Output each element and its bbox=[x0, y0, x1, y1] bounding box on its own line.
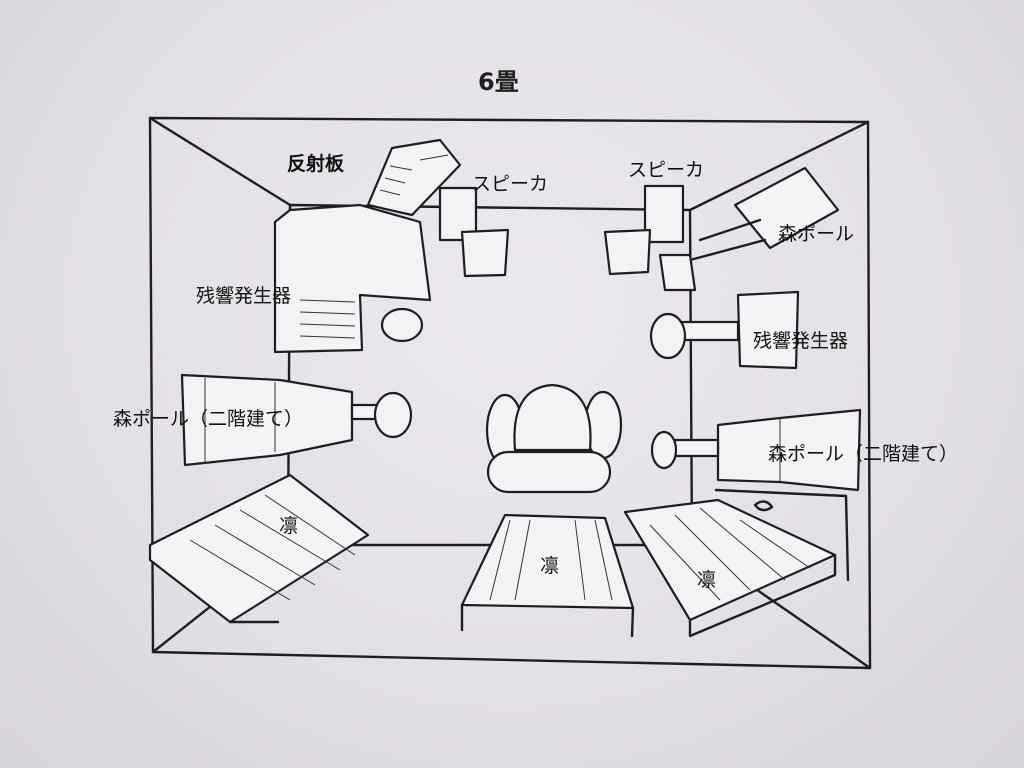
label-mori-pole-right-top: 森ポール bbox=[778, 223, 854, 245]
label-mori-pole-2f-left: 森ポール（二階建て） bbox=[113, 408, 303, 430]
label-speaker-left: スピーカ bbox=[472, 173, 548, 195]
mori-pole-right-top bbox=[658, 166, 840, 292]
room-size-title: 6畳 bbox=[478, 68, 519, 96]
label-mori-pole-2f-right: 森ポール（二階建て） bbox=[768, 443, 958, 465]
rin-mat-right bbox=[623, 498, 837, 638]
room-corner-lines bbox=[148, 116, 872, 670]
listening-chair bbox=[485, 383, 623, 494]
reverb-generator-right bbox=[649, 290, 800, 370]
label-rin-left: 凛 bbox=[279, 515, 298, 537]
rin-mat-center bbox=[460, 513, 635, 638]
rin-mat-left bbox=[148, 473, 370, 624]
speaker-left bbox=[438, 186, 510, 278]
reverb-generator-left bbox=[273, 203, 432, 354]
label-speaker-right: スピーカ bbox=[628, 159, 704, 181]
label-reverb-left: 残響発生器 bbox=[196, 285, 291, 307]
label-reflector: 反射板 bbox=[287, 152, 345, 175]
reflector bbox=[366, 138, 462, 217]
label-rin-right: 凛 bbox=[697, 569, 716, 591]
mori-pole-2f-right bbox=[650, 408, 862, 582]
label-rin-center: 凛 bbox=[540, 555, 559, 577]
label-reverb-right: 残響発生器 bbox=[753, 330, 848, 352]
speaker-right bbox=[603, 184, 685, 276]
mori-pole-2f-left bbox=[180, 373, 413, 467]
